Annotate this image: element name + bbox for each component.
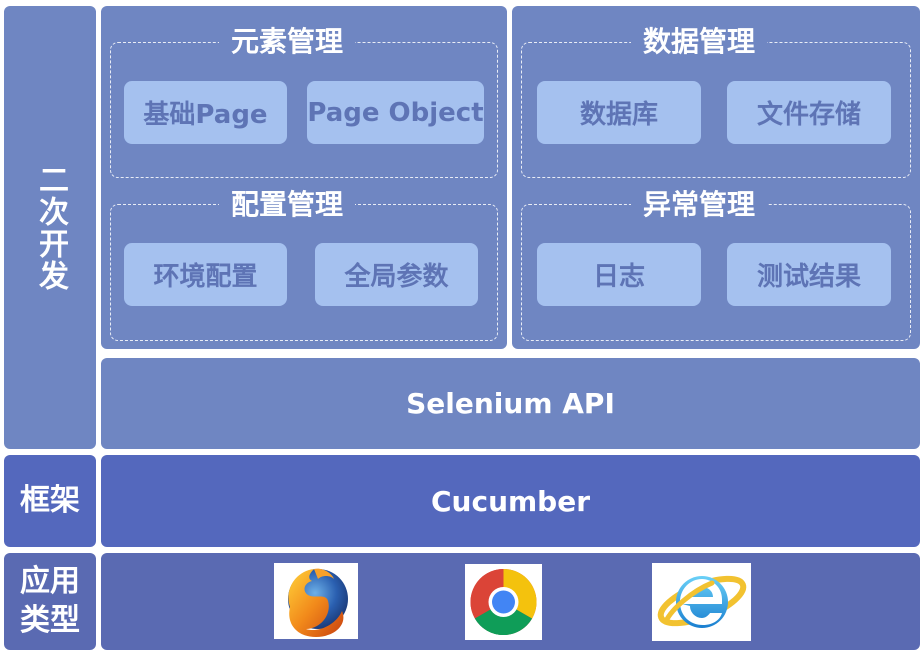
framework-label: 框架 [20,482,80,518]
left-module-panel: 元素管理 基础Page Page Object 配置管理 环境配置 全局参数 [101,6,507,349]
ie-icon [652,563,751,641]
selenium-api-band: Selenium API [101,358,920,449]
data-mgmt-item-database: 数据库 [537,81,701,144]
config-mgmt-item-env: 环境配置 [124,243,287,306]
cucumber-label: Cucumber [430,484,591,518]
layer-label-secondary-dev: 二次开发 [4,6,96,449]
chrome-icon [465,564,542,640]
exception-mgmt-title: 异常管理 [631,187,768,223]
element-mgmt-item-page-object: Page Object [307,81,484,144]
layer-label-framework: 框架 [4,455,96,547]
exception-mgmt-item-test-results: 测试结果 [727,243,891,306]
config-mgmt-item-global-params: 全局参数 [315,243,478,306]
layer-label-app-type: 应用类型 [4,553,96,650]
element-mgmt-item-base-page: 基础Page [124,81,287,144]
data-mgmt-item-file-storage: 文件存储 [727,81,891,144]
app-type-band [101,553,920,650]
element-mgmt-title: 元素管理 [219,24,356,60]
firefox-icon [274,563,358,639]
app-type-label: 应用类型 [20,564,80,638]
secondary-dev-label: 二次开发 [33,163,68,292]
selenium-api-label: Selenium API [406,387,615,420]
right-module-panel: 数据管理 数据库 文件存储 异常管理 日志 测试结果 [512,6,920,349]
cucumber-band: Cucumber [101,455,920,547]
config-mgmt-title: 配置管理 [219,187,356,223]
exception-mgmt-item-log: 日志 [537,243,701,306]
data-mgmt-title: 数据管理 [631,24,768,60]
